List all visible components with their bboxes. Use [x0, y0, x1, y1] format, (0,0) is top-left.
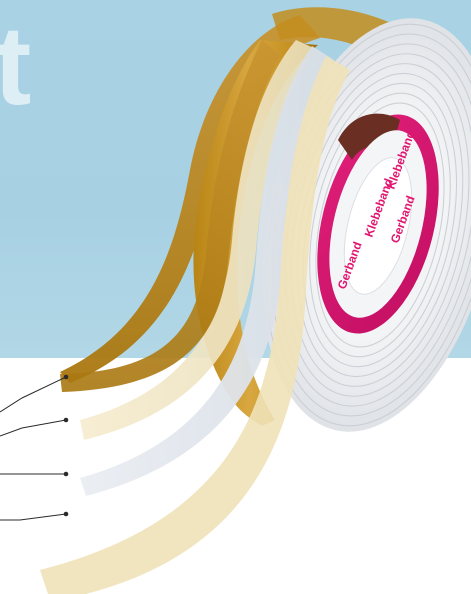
- callout-leaders: [0, 377, 66, 520]
- callout-dots: [64, 375, 69, 517]
- callout-dot-2: [64, 418, 69, 423]
- callout-line-4: [0, 514, 66, 520]
- callout-dot-4: [64, 512, 69, 517]
- callout-line-2: [0, 420, 66, 436]
- callout-line-1: [0, 377, 66, 412]
- callout-dot-3: [64, 472, 69, 477]
- callout-dot-1: [64, 375, 69, 380]
